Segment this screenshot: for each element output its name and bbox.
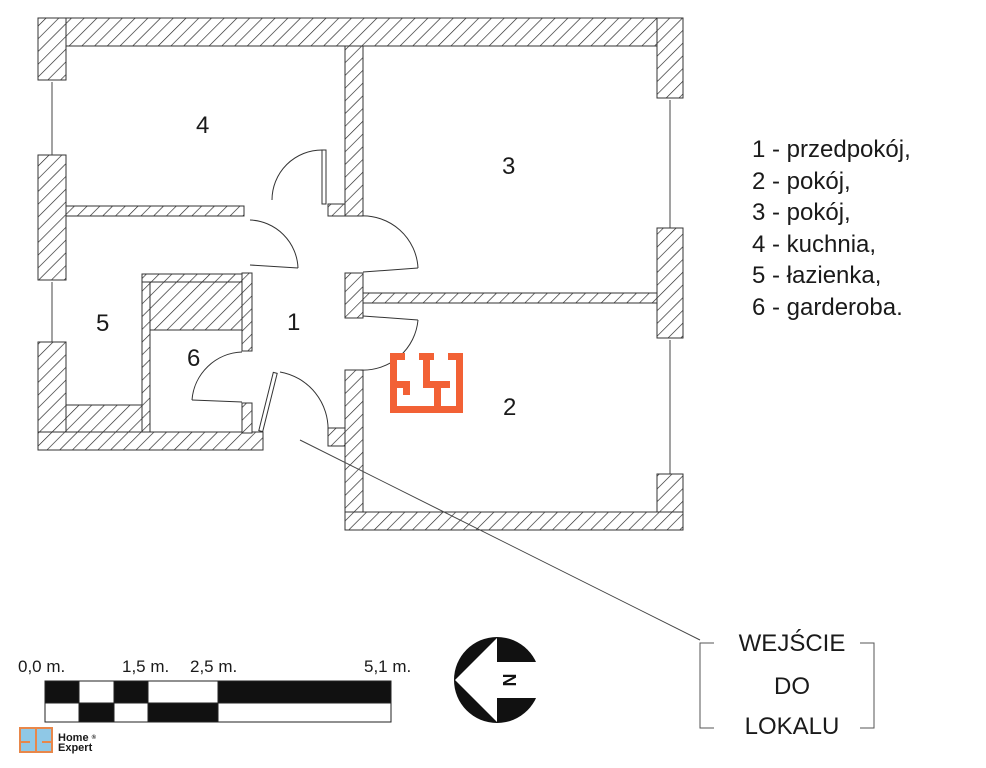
walls xyxy=(37,17,684,531)
room-label-6: 6 xyxy=(187,345,200,372)
wall-room2-bottom xyxy=(344,511,684,531)
legend-item: 4 - kuchnia, xyxy=(752,230,877,258)
bath-shelf xyxy=(65,404,143,433)
entrance-label-line1: WEJŚCIE xyxy=(738,630,846,657)
room-labels: 1 2 3 4 5 6 xyxy=(96,112,516,421)
legend-item: 1 - przedpokój, xyxy=(752,136,911,163)
legend-item: 6 - garderoba. xyxy=(752,293,903,321)
room-label-1: 1 xyxy=(287,309,300,336)
wall-closet-top xyxy=(141,273,243,283)
legend-item: 5 - łazienka, xyxy=(752,262,882,289)
door-entrance-leaf xyxy=(258,371,278,433)
wall-left-middle xyxy=(37,154,67,281)
entrance-label-line2: DO xyxy=(774,673,810,700)
door-bath-swing xyxy=(249,219,299,269)
wall-closet-right xyxy=(241,272,253,352)
home-expert-logo-icon xyxy=(19,727,53,753)
entrance-pointer-line xyxy=(299,439,701,641)
room-label-2: 2 xyxy=(503,394,516,421)
room-label-3: 3 xyxy=(502,153,515,180)
door-entrance-swing xyxy=(279,371,329,433)
wall-right-upper xyxy=(656,17,684,99)
wall-right-middle xyxy=(656,227,684,339)
wall-room2-left xyxy=(344,369,364,531)
scale-label-2: 2,5 m. xyxy=(190,657,238,676)
entrance-label-line3: LOKALU xyxy=(744,713,840,740)
scale-label-0: 0,0 m. xyxy=(18,657,66,676)
door-kitchen-leaf xyxy=(321,149,327,205)
legend-item: 3 - pokój, xyxy=(752,199,851,226)
door-room2-leaf xyxy=(362,315,419,321)
brand-line2: Expert xyxy=(58,742,93,754)
legend-item: 2 - pokój, xyxy=(752,167,851,195)
door-closet-swing xyxy=(191,351,243,401)
wall-kitchen-room3 xyxy=(344,45,364,217)
door-bath-leaf xyxy=(249,264,299,269)
entrance-bracket xyxy=(699,642,875,729)
room-label-4: 4 xyxy=(196,112,209,139)
windows xyxy=(51,82,671,474)
shelf-block xyxy=(149,281,243,331)
brand-name: Home® Expert xyxy=(58,732,96,754)
scale-label-1: 1,5 m. xyxy=(122,657,170,676)
registered-mark: ® xyxy=(91,735,96,741)
wall-bottom-left xyxy=(37,431,264,451)
wall-top xyxy=(37,17,684,47)
room-legend: 1 - przedpokój, 2 - pokój, 3 - pokój, 4 … xyxy=(752,134,911,323)
wall-closet-lower-right xyxy=(241,402,253,434)
watermark-logo-icon xyxy=(390,353,463,413)
scale-bar xyxy=(44,680,392,723)
room-label-5: 5 xyxy=(96,310,109,337)
wall-room3-room2 xyxy=(362,292,658,304)
wall-entrance-stub xyxy=(327,427,346,447)
compass-letter: N xyxy=(499,674,519,687)
door-room3-leaf xyxy=(362,267,419,273)
wall-stub-kitchen xyxy=(327,203,346,217)
door-room2-swing xyxy=(359,319,419,371)
wall-hall-stub xyxy=(344,272,364,319)
door-closet-leaf xyxy=(191,399,243,403)
wall-closet-left xyxy=(141,273,151,433)
door-kitchen-swing xyxy=(271,149,323,201)
brand-line1: Home xyxy=(58,732,89,744)
door-room3-swing xyxy=(359,215,419,269)
doors xyxy=(191,149,419,433)
north-arrow-icon: N xyxy=(454,637,540,723)
wall-left-upper xyxy=(37,17,67,81)
wall-kitchen-bath xyxy=(65,205,245,217)
scale-label-3: 5,1 m. xyxy=(364,657,412,676)
